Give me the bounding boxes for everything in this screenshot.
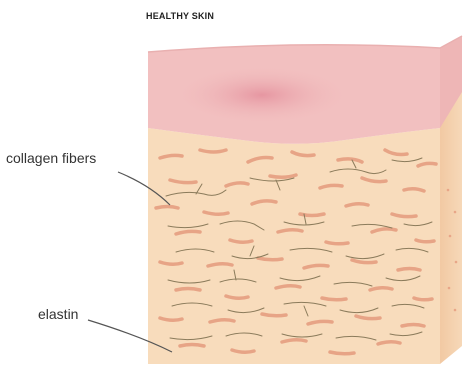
elastin-label: elastin: [38, 306, 78, 322]
dermis-layer: [148, 128, 440, 364]
collagen-fibers-label: collagen fibers: [6, 150, 96, 166]
epidermis-highlight: [172, 65, 352, 125]
